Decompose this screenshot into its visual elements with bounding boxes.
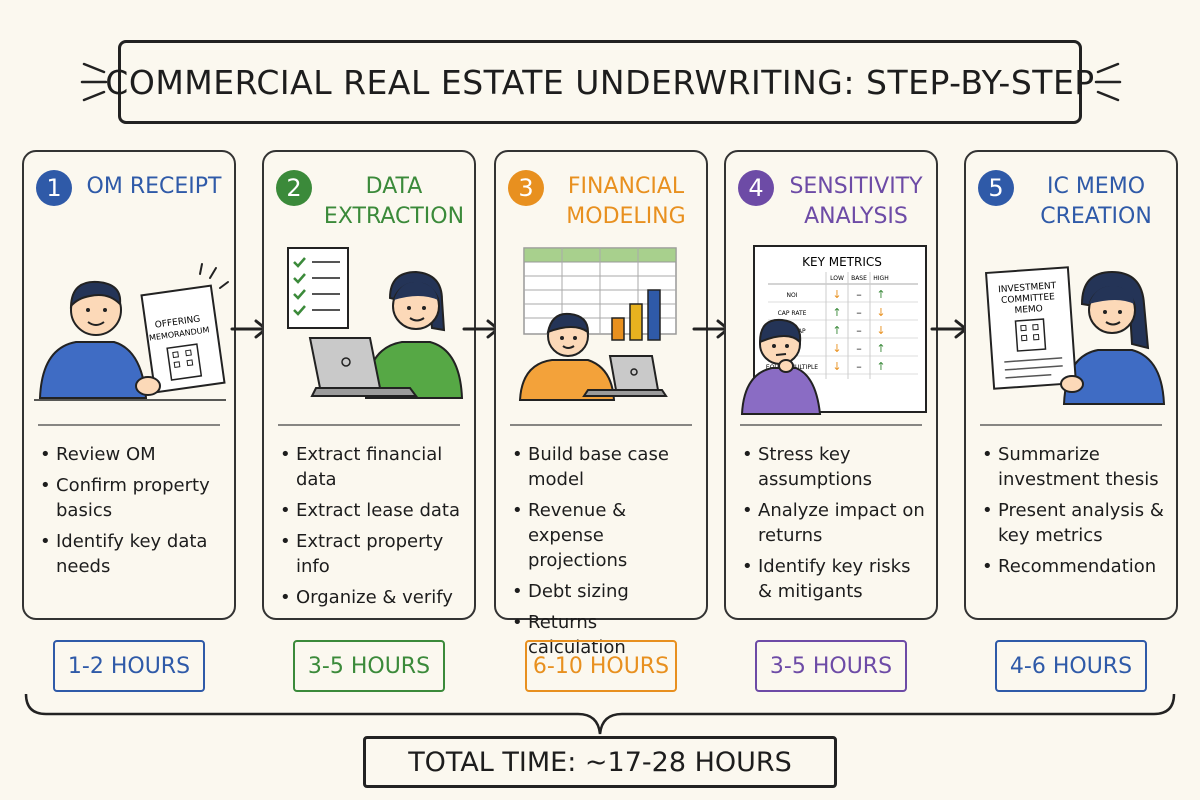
trend-up-icon: ↑ [832,306,841,319]
step-duration-badge: 4-6 HOURS [995,640,1147,692]
step-header: 4 SENSITIVITY ANALYSIS [738,162,930,242]
laptop-icon [582,355,668,397]
person-reviewing-key-metrics-illustration: KEY METRICS LOW BASE HIGH NOI ↓ – ↑ CAP RATE ↑ – ↓… [740,245,927,415]
step-number-badge: 1 [36,170,72,206]
trend-up-icon: ↑ [832,324,841,337]
step-title: DATA EXTRACTION [323,174,465,229]
trend-flat-icon: – [856,288,862,301]
task-list: Summarize investment thesis Present anal… [980,442,1168,585]
step-title: IC MEMO CREATION [1040,174,1152,229]
task-item: Build base case model [510,442,698,492]
key-metrics-column-header: HIGH [873,275,888,282]
task-list: Extract financial data Extract lease dat… [278,442,466,616]
building-icon [166,343,203,381]
task-item: Debt sizing [510,579,698,604]
trend-flat-icon: – [856,342,862,355]
trend-flat-icon: – [856,324,862,337]
step-duration-badge: 1-2 HOURS [53,640,205,692]
divider [38,424,220,426]
task-item: Revenue & expense projections [510,498,698,573]
page-title: COMMERCIAL REAL ESTATE UNDERWRITING: STE… [105,62,1095,102]
memo-label-line1: INVESTMENT [998,281,1057,295]
step-number-badge: 4 [738,170,774,206]
task-item: Returns calculation [510,610,698,660]
step-title: FINANCIAL MODELING [566,174,686,229]
step-duration-badge: 3-5 HOURS [755,640,907,692]
step-card-data-extraction: 2 DATA EXTRACTION Extract financial data… [262,150,476,620]
task-item: Identify key risks & mitigants [740,554,928,604]
task-item: Extract lease data [278,498,466,523]
task-item: Identify key data needs [38,529,226,579]
step-title: OM RECEIPT [86,174,222,199]
person-with-spreadsheet-and-bar-chart-illustration [518,247,677,401]
step-card-ic-memo-creation: 5 IC MEMO CREATION INVESTMENT COMMITTEE … [964,150,1178,620]
step-card-sensitivity-analysis: 4 SENSITIVITY ANALYSIS KEY METRICS LOW BA… [724,150,938,620]
task-item: Review OM [38,442,226,467]
investment-committee-memo-document: INVESTMENT COMMITTEE MEMO [984,266,1078,390]
divider [510,424,692,426]
task-list: Stress key assumptions Analyze impact on… [740,442,928,610]
trend-up-icon: ↑ [876,360,885,373]
total-time-box: TOTAL TIME: ~17-28 HOURS [363,736,837,788]
task-item: Confirm property basics [38,473,226,523]
step-number-badge: 5 [978,170,1014,206]
bar-chart-icon [611,289,661,341]
key-metrics-row-label: CAP RATE [778,310,807,317]
step-title: SENSITIVITY ANALYSIS [789,174,923,229]
step-header: 1 OM RECEIPT [36,162,228,242]
trend-up-icon: ↑ [876,288,885,301]
task-list: Build base case model Revenue & expense … [510,442,698,666]
trend-down-icon: ↓ [876,306,885,319]
key-metrics-title: KEY METRICS [802,255,882,269]
task-item: Analyze impact on returns [740,498,928,548]
task-item: Recommendation [980,554,1168,579]
trend-down-icon: ↓ [832,288,841,301]
step-number-badge: 3 [508,170,544,206]
trend-flat-icon: – [856,360,862,373]
step-duration-badge: 6-10 HOURS [525,640,677,692]
trend-flat-icon: – [856,306,862,319]
task-item: Stress key assumptions [740,442,928,492]
task-item: Summarize investment thesis [980,442,1168,492]
step-header: 5 IC MEMO CREATION [978,162,1170,242]
person-holding-ic-memo-illustration: INVESTMENT COMMITTEE MEMO [984,266,1166,405]
divider [278,424,460,426]
key-metrics-column-header: BASE [851,275,867,282]
task-item: Extract property info [278,529,466,579]
divider [740,424,922,426]
key-metrics-row-label: NOI [787,292,798,299]
memo-label-line3: MEMO [1014,304,1043,316]
step-card-om-receipt: 1 OM RECEIPT OFFERING MEMORANDUM Review … [22,150,236,620]
title-banner: COMMERCIAL REAL ESTATE UNDERWRITING: STE… [105,40,1094,124]
step-number-badge: 2 [276,170,312,206]
checklist-icon [287,247,349,329]
task-item: Extract financial data [278,442,466,492]
divider [980,424,1162,426]
trend-down-icon: ↓ [876,324,885,337]
building-icon [1004,318,1063,379]
step-header: 2 DATA EXTRACTION [276,162,468,242]
step-header: 3 FINANCIAL MODELING [508,162,700,242]
memo-label-line2: COMMITTEE [1001,292,1056,306]
step-duration-badge: 3-5 HOURS [293,640,445,692]
right-emphasis-marks [1094,62,1122,102]
key-metrics-column-header: LOW [830,275,844,282]
task-item: Organize & verify [278,585,466,610]
task-item: Present analysis & key metrics [980,498,1168,548]
offering-memorandum-document: OFFERING MEMORANDUM [140,284,226,394]
person-holding-memorandum-illustration: OFFERING MEMORANDUM [34,263,229,401]
trend-down-icon: ↓ [832,342,841,355]
person-with-laptop-and-checklist-illustration [287,247,464,399]
task-list: Review OM Confirm property basics Identi… [38,442,226,585]
left-emphasis-marks [80,62,108,102]
laptop-icon [308,337,418,397]
step-card-financial-modeling: 3 FINANCIAL MODELING Build base case mod… [494,150,708,658]
trend-down-icon: ↓ [832,360,841,373]
trend-up-icon: ↑ [876,342,885,355]
total-brace [24,693,1176,735]
